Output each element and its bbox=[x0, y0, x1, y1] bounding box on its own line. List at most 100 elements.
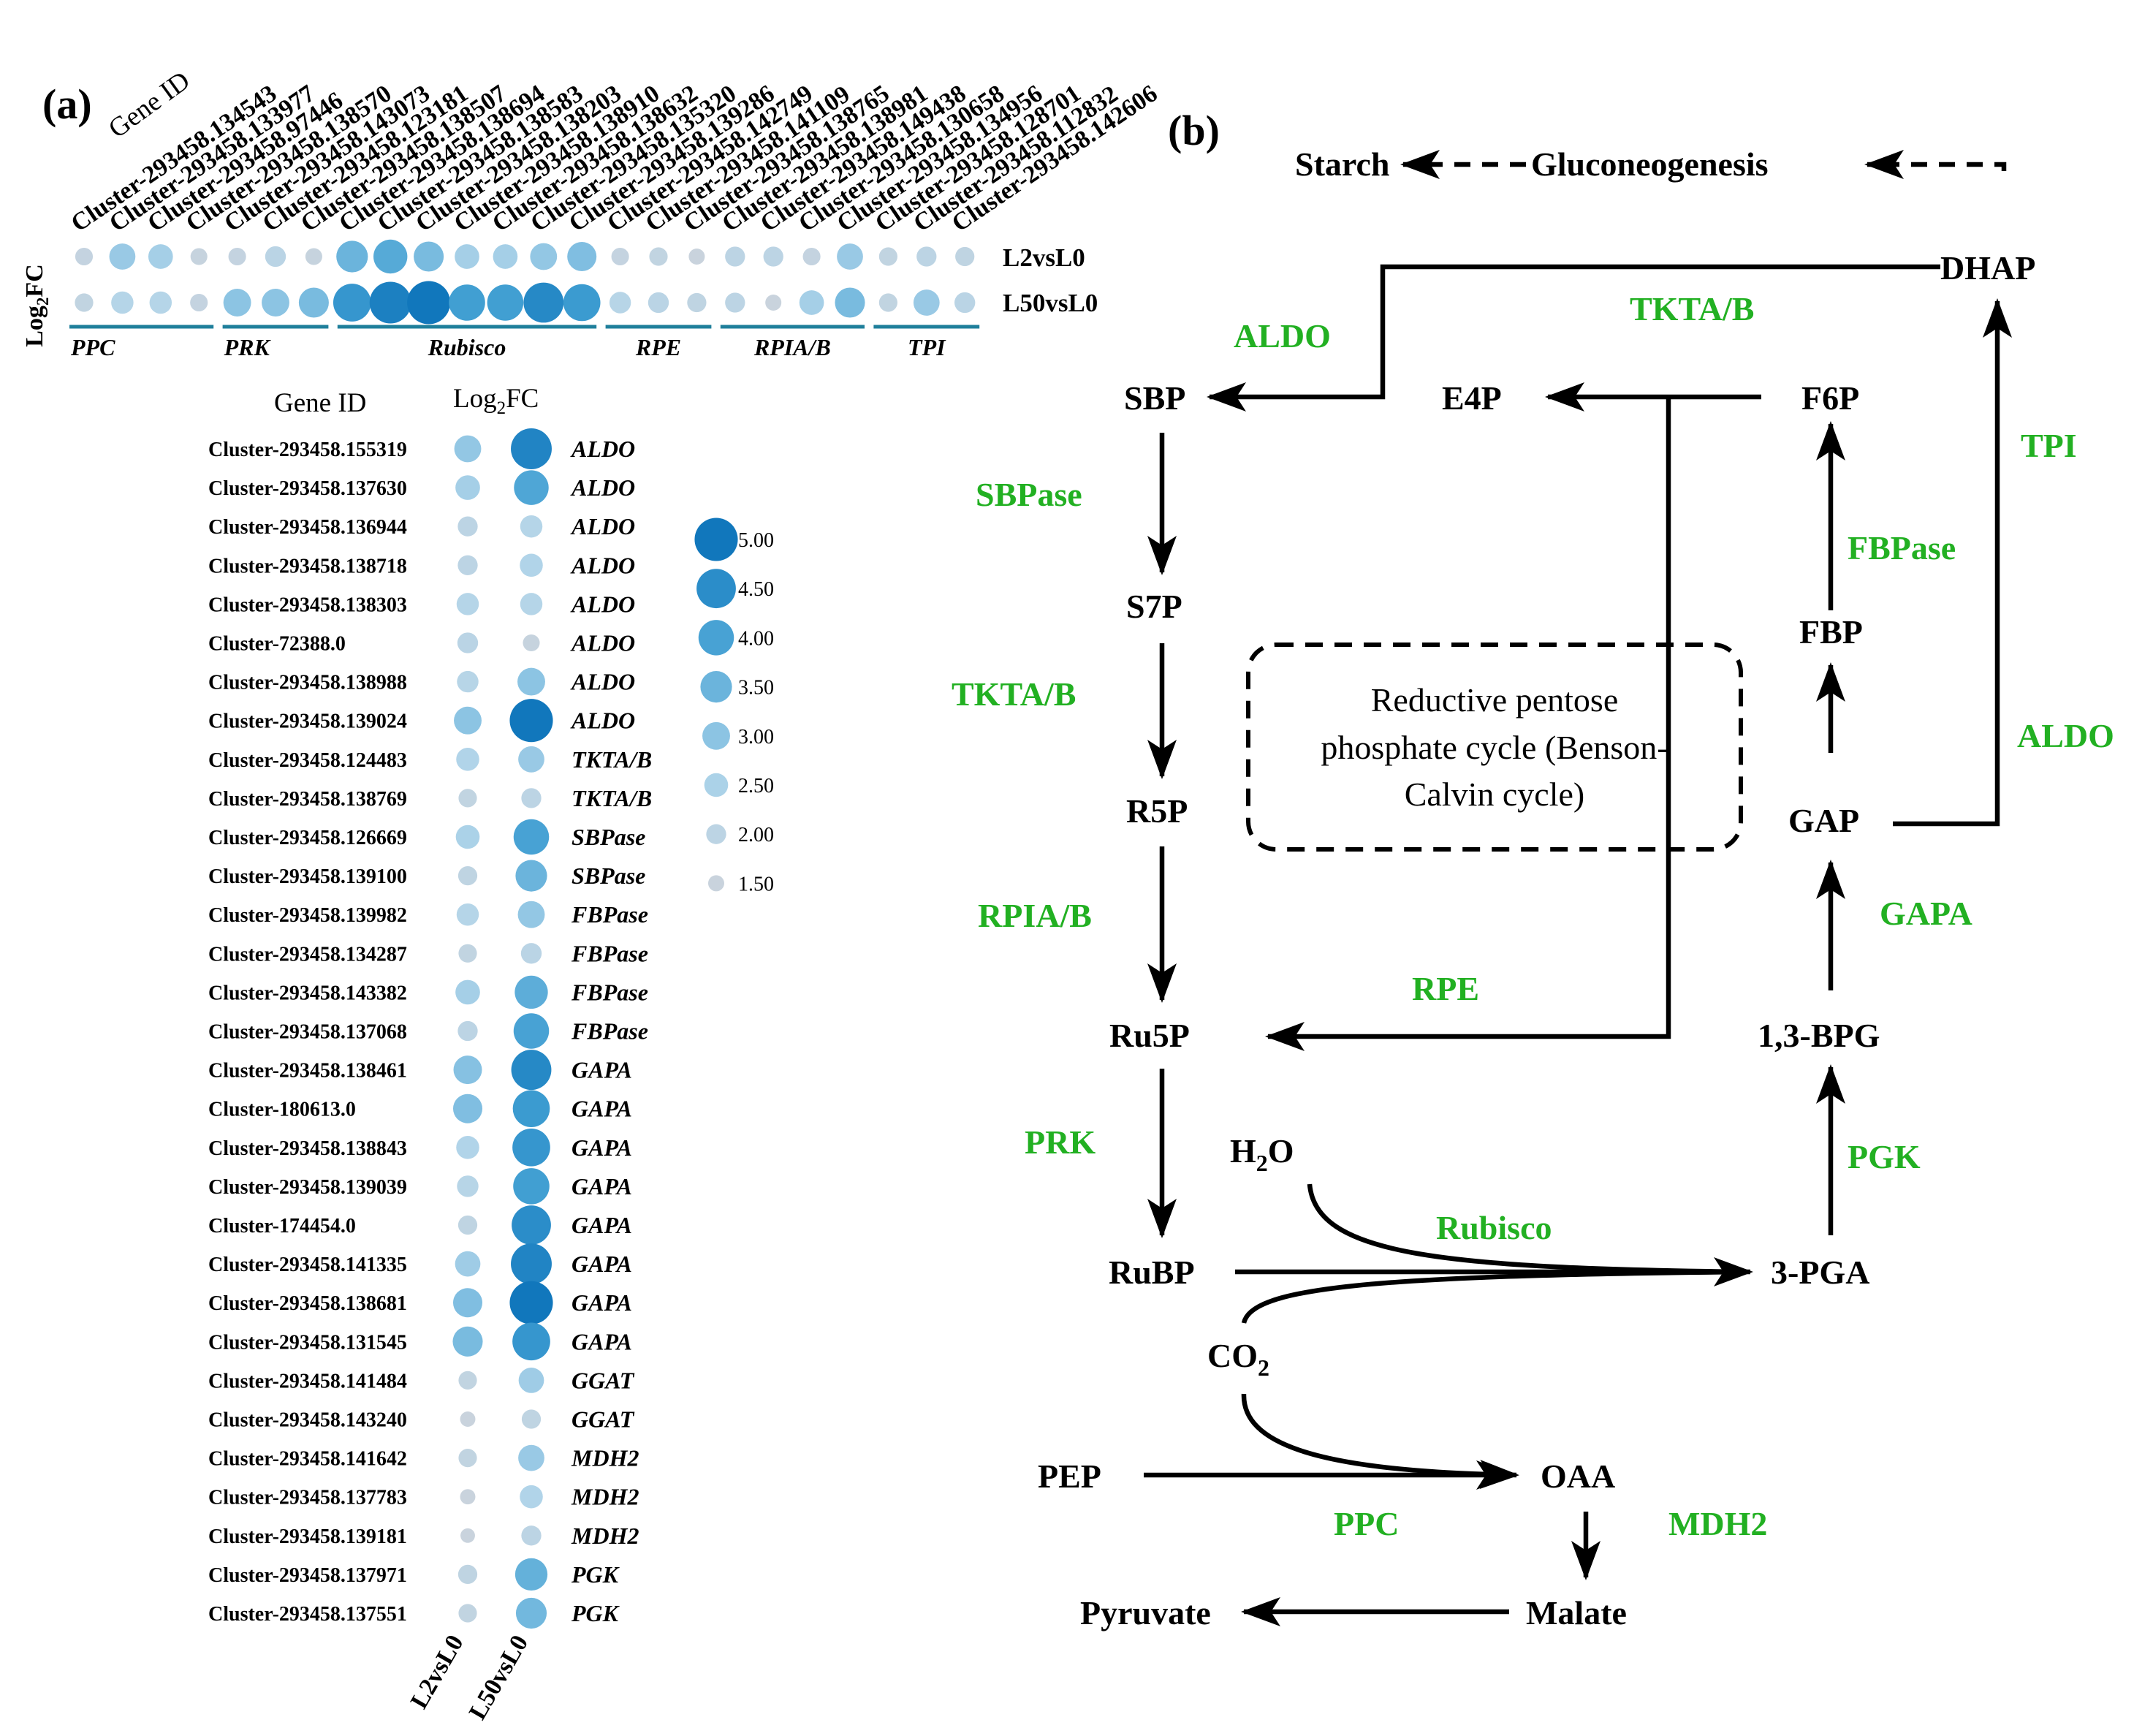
list-dot-l2vsl0 bbox=[460, 1528, 475, 1543]
list-dot-l2vsl0 bbox=[458, 1604, 477, 1623]
dot-l50vsl0 bbox=[149, 291, 172, 314]
dot-l2vsl0 bbox=[148, 244, 173, 269]
dot-l2vsl0 bbox=[265, 246, 286, 268]
group-label: Rubisco bbox=[428, 334, 506, 360]
gene-list-name: PGK bbox=[571, 1600, 620, 1626]
dot-l2vsl0 bbox=[373, 239, 408, 274]
cycle-label-line-1: Reductive pentose bbox=[1371, 681, 1619, 719]
legend-label: 3.00 bbox=[738, 726, 774, 748]
list-dot-l2vsl0 bbox=[453, 1055, 482, 1085]
list-dot-l2vsl0 bbox=[457, 670, 479, 693]
gene-list-name: GAPA bbox=[572, 1251, 632, 1277]
dot-l50vsl0 bbox=[262, 289, 289, 317]
arrow-f6p-to-ru5p bbox=[1265, 397, 1671, 1051]
gene-list-id: Cluster-293458.138303 bbox=[208, 594, 407, 616]
gene-list-id: Cluster-293458.139039 bbox=[208, 1176, 407, 1199]
enzyme-ppc: PPC bbox=[1334, 1505, 1399, 1542]
metabolite-rubp: RuBP bbox=[1109, 1254, 1195, 1291]
metabolite-oaa: OAA bbox=[1541, 1458, 1615, 1495]
gene-list-name: MDH2 bbox=[571, 1523, 639, 1549]
list-dot-l50vsl0 bbox=[521, 1525, 542, 1546]
list-dot-l2vsl0 bbox=[456, 593, 479, 615]
cycle-label-line-3: Calvin cycle) bbox=[1405, 776, 1585, 813]
metabolite-malate: Malate bbox=[1526, 1594, 1627, 1631]
gene-list-name: ALDO bbox=[570, 513, 635, 539]
gene-list-id: Cluster-293458.139100 bbox=[208, 865, 407, 888]
gene-list-name: FBPase bbox=[571, 1018, 648, 1045]
list-dot-l50vsl0 bbox=[512, 1090, 550, 1128]
enzyme-aldo-right: ALDO bbox=[2017, 717, 2114, 754]
gene-list-id: Cluster-293458.138461 bbox=[208, 1060, 407, 1083]
enzyme-mdh2: MDH2 bbox=[1668, 1505, 1767, 1542]
enzyme-tkta-left: TKTA/B bbox=[952, 675, 1076, 713]
gene-list-name: MDH2 bbox=[571, 1484, 639, 1510]
group-label: PRK bbox=[224, 334, 272, 360]
list-dot-l50vsl0 bbox=[520, 515, 543, 538]
metabolite-starch: Starch bbox=[1295, 145, 1390, 183]
dot-l50vsl0 bbox=[523, 282, 564, 323]
list-dot-l50vsl0 bbox=[517, 901, 545, 928]
list-dot-l2vsl0 bbox=[457, 1564, 478, 1585]
enzyme-tkta-top: TKTA/B bbox=[1630, 290, 1754, 327]
legend-label: 4.00 bbox=[738, 627, 774, 650]
gene-list-id: Cluster-293458.141484 bbox=[208, 1370, 407, 1392]
panel-a: (a) Gene ID Log2FC Cluster-293458.134543… bbox=[21, 66, 1162, 1724]
list-dot-l2vsl0 bbox=[454, 435, 482, 463]
dot-l2vsl0 bbox=[493, 244, 518, 269]
dot-l2vsl0 bbox=[75, 247, 94, 266]
size-color-legend: 5.004.504.003.503.002.502.001.50 bbox=[694, 518, 774, 895]
metabolite-s7p: S7P bbox=[1126, 588, 1182, 625]
bottom-label-l2vsl0: L2vsL0 bbox=[406, 1631, 469, 1713]
metabolite-ru5p: Ru5P bbox=[1109, 1017, 1190, 1054]
list-dot-l2vsl0 bbox=[456, 748, 479, 771]
list-dot-l50vsl0 bbox=[518, 746, 544, 773]
legend-dot bbox=[704, 773, 729, 797]
arrow-gap-to-dhap bbox=[1893, 298, 2012, 827]
dot-l2vsl0 bbox=[725, 246, 745, 267]
gene-list-id: Cluster-293458.137971 bbox=[208, 1564, 407, 1587]
dot-l50vsl0 bbox=[609, 292, 631, 314]
list-dot-l50vsl0 bbox=[514, 470, 549, 505]
list-header-gene-id: Gene ID bbox=[274, 388, 366, 418]
metabolite-1-3-bpg: 1,3-BPG bbox=[1758, 1017, 1880, 1054]
enzyme-sbpase: SBPase bbox=[976, 476, 1082, 513]
cycle-label-line-2: phosphate cycle (Benson- bbox=[1321, 729, 1668, 766]
dot-l2vsl0 bbox=[567, 241, 597, 272]
gene-list-name: GAPA bbox=[572, 1289, 632, 1316]
list-dot-l2vsl0 bbox=[458, 789, 477, 808]
enzyme-rubisco: Rubisco bbox=[1436, 1209, 1552, 1246]
metabolite-pyruvate: Pyruvate bbox=[1080, 1594, 1211, 1631]
gene-list-name: FBPase bbox=[571, 901, 648, 928]
dot-l50vsl0 bbox=[407, 281, 451, 325]
arrow-co2-to-oaa bbox=[1241, 1393, 1519, 1490]
gene-list-name: ALDO bbox=[570, 708, 635, 734]
list-dot-l50vsl0 bbox=[518, 1368, 544, 1393]
list-dot-l2vsl0 bbox=[458, 944, 477, 963]
list-dot-l50vsl0 bbox=[517, 667, 545, 696]
legend-dot bbox=[706, 824, 726, 844]
gene-list-name: GGAT bbox=[572, 1367, 635, 1393]
bottom-label-l50vsl0: L50vsL0 bbox=[464, 1631, 533, 1724]
gene-list-id: Cluster-72388.0 bbox=[208, 633, 346, 656]
gene-list-id: Cluster-293458.141335 bbox=[208, 1254, 407, 1276]
list-dot-l50vsl0 bbox=[511, 428, 552, 469]
dot-l2vsl0 bbox=[955, 246, 975, 267]
dot-l2vsl0 bbox=[649, 247, 668, 266]
dot-l50vsl0 bbox=[725, 292, 745, 313]
list-dot-l2vsl0 bbox=[457, 1215, 478, 1235]
metabolite-co2: CO2 bbox=[1207, 1337, 1269, 1381]
dot-l2vsl0 bbox=[305, 248, 322, 265]
gene-list-id: Cluster-293458.143240 bbox=[208, 1409, 407, 1432]
legend-dot bbox=[702, 721, 730, 750]
gene-list-id: Cluster-293458.134287 bbox=[208, 943, 407, 966]
dot-l2vsl0 bbox=[109, 243, 136, 270]
gene-list-name: GGAT bbox=[572, 1406, 635, 1433]
list-dot-l50vsl0 bbox=[523, 634, 540, 652]
enzyme-fbpase: FBPase bbox=[1848, 529, 1956, 566]
list-dot-l50vsl0 bbox=[518, 1444, 544, 1471]
dot-l2vsl0 bbox=[916, 246, 937, 267]
list-dot-l2vsl0 bbox=[452, 1326, 483, 1357]
legend-dot bbox=[708, 875, 724, 892]
column-gene-ids: Cluster-293458.134543Cluster-293458.1339… bbox=[67, 80, 1163, 237]
enzyme-pgk: PGK bbox=[1848, 1138, 1921, 1175]
